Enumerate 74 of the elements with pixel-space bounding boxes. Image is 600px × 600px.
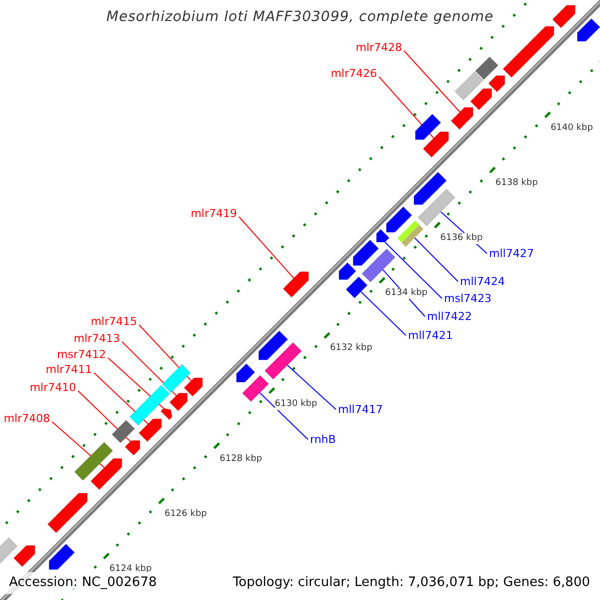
gene-feature xyxy=(112,420,136,444)
gene-feature xyxy=(376,228,390,242)
gene-feature xyxy=(386,206,412,232)
leader-line xyxy=(52,421,105,468)
gene-feature xyxy=(124,440,140,456)
scale-label: 6134 kbp xyxy=(385,288,428,300)
gene-feature xyxy=(74,442,114,481)
gene-label: mll7427 xyxy=(489,247,534,260)
scale-label: 6132 kbp xyxy=(330,343,372,354)
gene-feature xyxy=(552,4,576,28)
gene-label: mlr7408 xyxy=(4,412,50,425)
gene-label: mlr7410 xyxy=(30,381,76,394)
gene-feature xyxy=(397,220,424,247)
scale-label: 6140 kbp xyxy=(550,122,593,134)
gene-feature xyxy=(338,262,356,280)
gene-label: msr7412 xyxy=(57,348,106,361)
scale-label: 6136 kbp xyxy=(440,233,483,244)
gene-feature xyxy=(258,330,288,360)
gene-label: mll7422 xyxy=(427,310,472,323)
leader-line xyxy=(238,216,294,279)
gene-feature xyxy=(418,188,456,226)
gene-feature xyxy=(415,114,442,140)
leader-line xyxy=(378,76,434,139)
gene-label: mlr7426 xyxy=(330,67,377,80)
gene-feature xyxy=(346,276,368,298)
gene-feature xyxy=(148,384,170,406)
gene-label: mll7421 xyxy=(408,329,453,342)
leader-line xyxy=(78,390,131,442)
leader-line xyxy=(360,291,406,336)
gene-feature xyxy=(138,418,162,442)
gene-feature xyxy=(576,18,600,42)
leader-line xyxy=(259,392,308,440)
gene-feature xyxy=(236,363,256,382)
leader-line xyxy=(286,364,336,410)
gene-label: rnhB xyxy=(310,433,336,446)
scale-label: 6128 kbp xyxy=(220,454,262,465)
map-title: Mesorhizobium loti MAFF303099, complete genome xyxy=(106,9,494,25)
gene-feature xyxy=(475,56,498,80)
leader-line xyxy=(414,237,458,282)
gene-feature xyxy=(454,71,484,100)
leader-line xyxy=(384,242,442,299)
gene-label: mlr7419 xyxy=(190,207,237,220)
gene-feature xyxy=(488,75,506,92)
gene-feature xyxy=(162,364,191,394)
gene-label: msl7423 xyxy=(444,292,492,305)
gene-feature xyxy=(129,396,158,426)
gene-feature xyxy=(242,374,270,402)
gene-feature xyxy=(470,88,492,110)
gene-feature xyxy=(502,26,554,78)
gene-label: mlr7413 xyxy=(74,332,120,345)
gene-label: mll7424 xyxy=(460,275,505,288)
gene-feature xyxy=(362,248,396,282)
scale-label: 6130 kbp xyxy=(274,398,318,410)
gene-label: mlr7428 xyxy=(356,41,402,54)
leader-line xyxy=(122,341,177,396)
gene-feature xyxy=(264,342,302,380)
scale-label: 6126 kbp xyxy=(164,508,207,520)
gene-feature xyxy=(282,272,309,298)
gene-feature xyxy=(414,172,447,205)
leader-line xyxy=(404,50,460,112)
gene-label: mlr7415 xyxy=(90,315,137,328)
gene-label: mlr7411 xyxy=(46,363,92,376)
gene-feature xyxy=(48,544,75,570)
gene-label: mll7417 xyxy=(338,403,383,416)
gene-feature xyxy=(352,240,379,266)
gene-feature xyxy=(450,107,474,130)
gene-feature xyxy=(13,545,36,568)
genome-info-text: Topology: circular; Length: 7,036,071 bp; Genes: 6,800 xyxy=(232,574,590,592)
leader-line xyxy=(108,357,164,409)
gene-feature xyxy=(184,378,203,397)
gene-feature xyxy=(47,492,88,534)
gene-feature xyxy=(90,458,122,490)
gene-feature xyxy=(422,132,449,158)
scale-label: 6138 kbp xyxy=(495,178,538,189)
